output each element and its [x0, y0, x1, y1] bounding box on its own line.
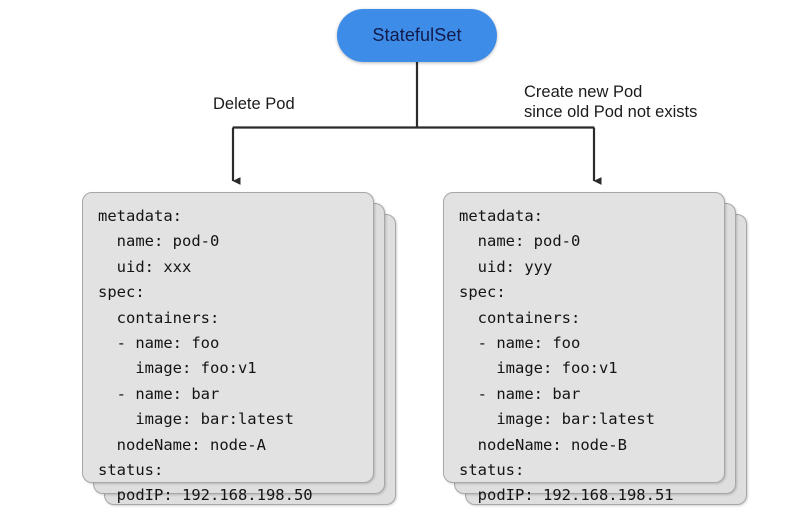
- pod-yaml-right: metadata: name: pod-0 uid: yyy spec: con…: [459, 207, 674, 505]
- pod-yaml-left: metadata: name: pod-0 uid: xxx spec: con…: [98, 207, 313, 505]
- pod-stack-right[interactable]: metadata: name: pod-0 uid: yyy spec: con…: [443, 192, 763, 505]
- edge-label-create-pod: Create new Pod since old Pod not exists: [524, 83, 698, 121]
- statefulset-node[interactable]: StatefulSet: [337, 9, 497, 62]
- statefulset-node-label: StatefulSet: [372, 25, 462, 45]
- pod-stack-left[interactable]: metadata: name: pod-0 uid: xxx spec: con…: [82, 192, 412, 505]
- pod-card-front: [82, 192, 374, 483]
- edge-label-delete-pod: Delete Pod: [213, 95, 295, 113]
- pod-card-front: [443, 192, 725, 483]
